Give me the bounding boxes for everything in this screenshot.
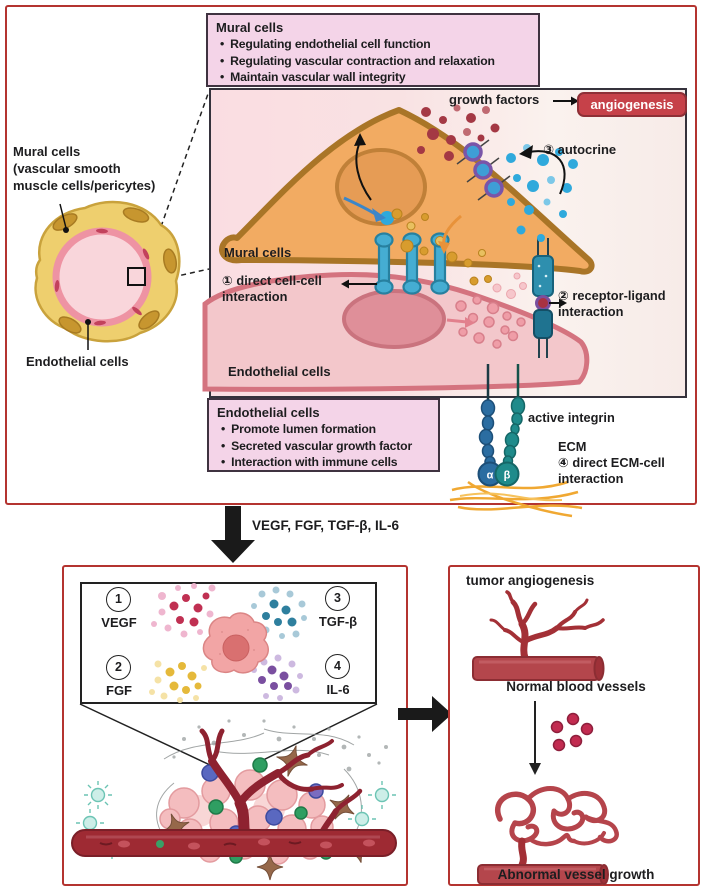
angiogenesis-box: tumor angiogenesis Normal blood vessels [448,565,700,886]
receptor-ligand-label: ② receptor-ligand interaction [558,288,666,319]
active-integrin-label: active integrin [528,410,615,425]
endothelial-info-title: Endothelial cells [217,405,320,420]
red-growth-factor-dots [417,104,500,161]
factor-label-fgf: FGF [106,683,132,698]
mural-bullet-3: Maintain vascular wall integrity [230,70,406,84]
vessel-sprout-tree [489,590,605,662]
blue-autocrine-dots [380,144,578,242]
autocrine-label: ③ autocrine [543,142,617,157]
endo-bullet-2: Secreted vascular growth factor [231,438,413,453]
factor-number-4: 4 [325,654,350,679]
ecm-label: ECM [558,439,587,454]
integrin-alpha-label: α [487,470,494,482]
vessel-inset-label: Mural cells (vascular smooth muscle cell… [13,144,156,193]
mural-info-box: Mural cells Regulating endothelial cell … [206,13,540,87]
factor-number-1: 1 [106,587,131,612]
endothelial-cells-label: Endothelial cells [228,364,331,379]
angiogenesis-badge: angiogenesis [577,92,687,117]
abnormal-vessel-label: Abnormal vessel growth [497,867,655,882]
inset-zoom-square [127,267,146,286]
mural-cells-label: Mural cells [224,245,292,260]
factor-label-vegf: VEGF [101,615,137,630]
endothelial-inset-label: Endothelial cells [26,354,129,369]
receptor-ligand-complex [532,238,554,358]
endothelial-cell-nucleus [342,289,446,349]
main-vessel [71,829,397,857]
vessel-tangle [495,786,619,847]
ecm-interaction-label: ④ direct ECM-cell interaction [558,455,665,486]
signaling-factors-label: VEGF, FGF, TGF-β, IL-6 [252,518,399,533]
factor-number-3: 3 [325,586,350,611]
mural-cell-nuclei [52,207,178,334]
endothelial-ring-cells [54,228,150,326]
mural-pointer-line [59,203,67,229]
top-panel-box: Mural cells Regulating endothelial cell … [5,5,697,518]
vessel-inset-illustration [34,200,181,350]
flow-arrow-right [398,696,452,732]
mural-cell-nucleus [335,148,427,226]
secreted-speckles [172,719,388,772]
signaling-down-arrow [211,506,255,563]
factor-number-2: 2 [106,655,131,680]
factor-dot-clusters [149,583,307,703]
factor-label-il6: IL-6 [326,682,350,697]
endothelial-info-box: Endothelial cells Promote lumen formatio… [207,398,440,472]
tumor-cell [202,612,269,674]
normal-vessel-illustration [472,590,605,681]
integrin-beta-label: β [504,470,511,482]
integrin-alpha-chain [478,399,496,469]
tumor-factors-box: 1 VEGF 3 TGF-β 2 FGF 4 IL-6 [62,565,408,886]
factor-label-tgfb: TGF-β [318,614,358,629]
il6-dots [251,654,303,701]
growth-factors-label: growth factors [449,92,540,107]
tumor-vessel-illustration [71,703,397,881]
tumor-angiogenesis-title: tumor angiogenesis [466,573,595,588]
integrin-beta-chain [502,396,526,467]
direct-interaction-label: ① direct cell-cell interaction [222,273,322,304]
growth-factor-dots [550,712,594,752]
factors-inner-box: 1 VEGF 3 TGF-β 2 FGF 4 IL-6 [80,582,377,704]
normal-vessels-label: Normal blood vessels [506,679,646,694]
ecm-fibers [449,480,583,518]
vessel-transition-arrow [529,701,594,775]
membrane-receptors [456,139,511,201]
interaction-panel: growth factors angiogenesis ③ autocrine … [202,88,687,398]
mural-info-title: Mural cells [216,20,284,35]
mural-bullet-1: Regulating endothelial cell function [230,37,431,51]
fgf-dots [149,660,207,703]
endo-bullet-3: Interaction with immune cells [231,455,398,469]
integrin-illustration: α β [449,364,583,518]
mural-bullet-2: Regulating vascular contraction and rela… [230,53,495,68]
gold-factor-dots [391,208,492,286]
endo-bullet-1: Promote lumen formation [231,422,376,436]
abnormal-vessel-illustration [477,786,619,885]
vegf-dots [151,583,217,638]
funnel-line-left [79,703,211,766]
pink-secreted-dots [455,272,527,349]
interaction-panel-art [202,96,595,392]
virus-like-cells [76,781,396,859]
tgfb-dots [251,586,307,639]
panel-arrows [341,96,579,328]
